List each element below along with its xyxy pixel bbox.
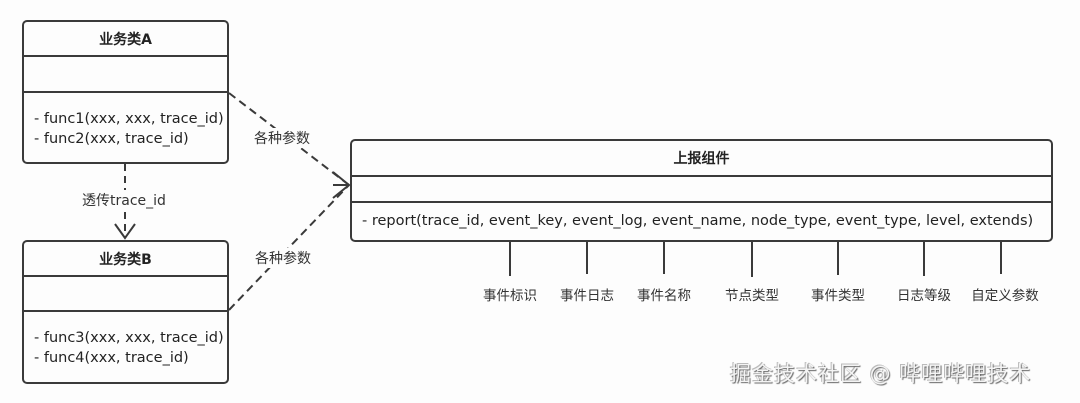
- arrowhead-a-to-b-icon: [114, 223, 136, 240]
- attributes-compartment: [24, 57, 227, 93]
- class-name: 上报组件: [352, 141, 1051, 177]
- edge-label-b-to-reporter: 各种参数: [254, 248, 312, 268]
- attributes-compartment: [352, 177, 1051, 203]
- param-label-event-key: 事件标识: [483, 288, 537, 304]
- class-name: 业务类A: [24, 22, 227, 57]
- operation: - func1(xxx, xxx, trace_id): [34, 111, 224, 127]
- attributes-compartment: [24, 277, 227, 312]
- operation: - func4(xxx, trace_id): [34, 350, 189, 366]
- operations-compartment: - func1(xxx, xxx, trace_id) - func2(xxx,…: [24, 93, 227, 149]
- class-name: 业务类B: [24, 242, 227, 277]
- class-box-b[interactable]: 业务类B - func3(xxx, xxx, trace_id) - func4…: [22, 240, 229, 384]
- param-label-level: 日志等级: [897, 288, 951, 304]
- operation: - func2(xxx, trace_id): [34, 131, 189, 147]
- param-label-extends: 自定义参数: [971, 288, 1039, 304]
- operations-compartment: - func3(xxx, xxx, trace_id) - func4(xxx,…: [24, 312, 227, 368]
- param-label-event-name: 事件名称: [637, 288, 691, 304]
- param-label-node-type: 节点类型: [725, 288, 779, 304]
- operations-compartment: - report(trace_id, event_key, event_log,…: [352, 203, 1051, 231]
- operation: - report(trace_id, event_key, event_log,…: [362, 213, 1034, 229]
- watermark: 掘金技术社区 @ 哔哩哔哩技术: [730, 362, 1032, 386]
- operation: - func3(xxx, xxx, trace_id): [34, 330, 224, 346]
- edge-label-a-to-reporter: 各种参数: [253, 128, 311, 148]
- edge-label-a-to-b: 透传trace_id: [81, 190, 167, 210]
- class-box-a[interactable]: 业务类A - func1(xxx, xxx, trace_id) - func2…: [22, 20, 229, 164]
- edge-b-to-reporter: [228, 184, 350, 311]
- param-label-event-type: 事件类型: [811, 288, 865, 304]
- class-box-reporter[interactable]: 上报组件 - report(trace_id, event_key, event…: [350, 139, 1053, 242]
- param-label-event-log: 事件日志: [560, 288, 614, 304]
